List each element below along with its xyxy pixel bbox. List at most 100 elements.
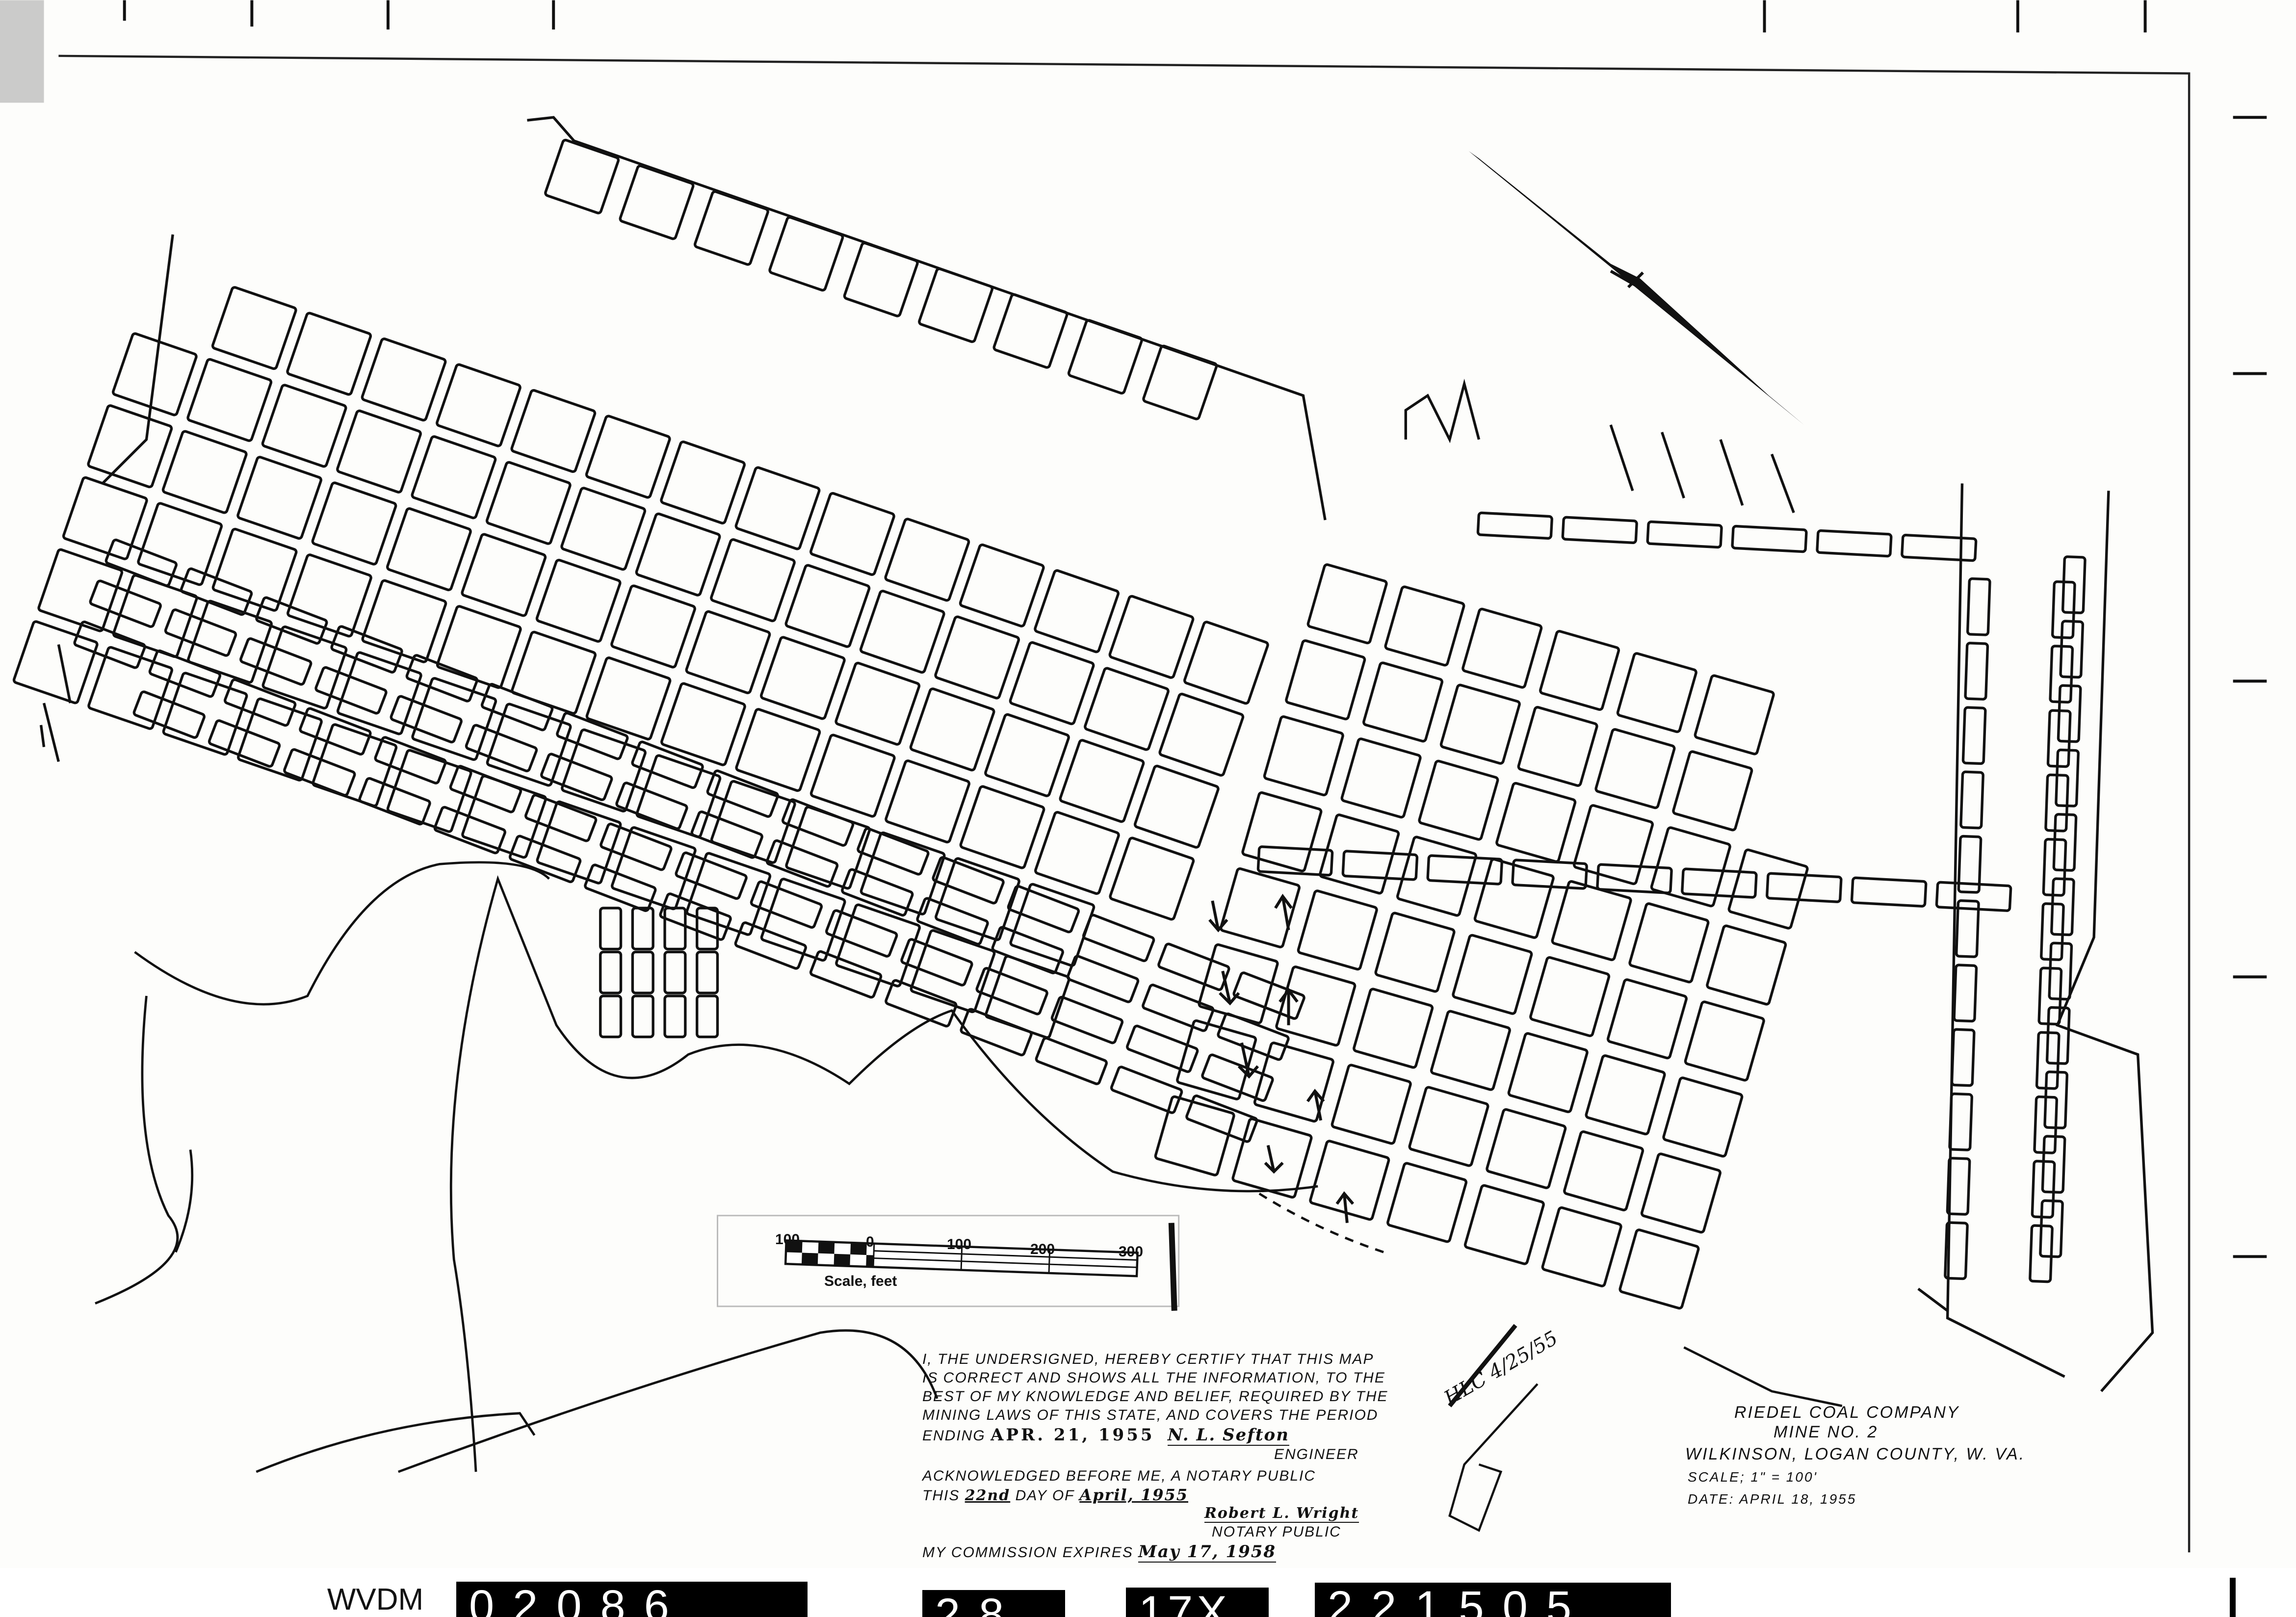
commission-label: MY COMMISSION EXPIRES [922,1544,1133,1561]
mine-pillar [1662,1076,1744,1158]
mine-pillar [693,190,769,266]
mine-pillar [89,579,162,628]
mine-pillar [283,748,356,797]
mine-pillar [361,338,447,422]
mine-pillar [916,897,989,946]
day-of-label: DAY OF [1015,1487,1074,1504]
film-code: 221505 [1315,1583,1671,1617]
scale-tick-label: 300 [1119,1244,1144,1260]
month-value: April, 1955 [1079,1486,1189,1504]
mine-pillar [37,548,124,632]
mine-pillar [1476,511,1553,540]
mine-pillar [1495,782,1577,863]
mine-pillar [1253,1042,1334,1123]
mine-pillar [461,533,547,617]
mine-pillar [449,765,522,813]
scale-tick-label: 100 [775,1231,800,1248]
mine-pillar [1541,1206,1622,1288]
mine-pillar [2057,684,2082,743]
mine-pillar [984,713,1070,797]
mine-pillar [2043,1070,2068,1129]
mine-pillar [361,579,447,663]
mine-pillar [2039,1199,2064,1258]
mine-pillar [314,666,388,715]
mine-pillar [540,753,613,801]
mine-pillar [1507,1032,1589,1113]
mine-pillar [690,810,763,859]
mine-pillar [975,967,1048,1016]
mine-pillar [1850,876,1928,908]
mine-pillar [635,512,721,597]
film-code: 02086 [456,1582,808,1617]
mine-pillar [1297,889,1378,971]
mine-pillar [2055,748,2080,808]
notary-signature: Robert L. Wright [1204,1505,1359,1523]
mine-pillar [675,851,748,900]
notary-label: NOTARY PUBLIC [1212,1524,1341,1540]
mine-pillar [148,649,222,698]
mine-pillar [211,527,298,612]
mine-pillar [619,164,695,240]
pillar-block [1256,845,2012,912]
company-name: RIEDEL COAL COMPANY [1734,1403,1960,1422]
mine-pillar [536,800,622,885]
mine-pillar [286,312,372,396]
mine-pillar [932,856,1005,905]
pillar-block [1944,577,2076,1283]
mine-pillar [12,620,99,704]
mine-pillar [436,363,522,447]
mine-pillar [1126,1024,1199,1073]
mine-pillar [508,835,582,884]
mine-pillar [87,646,173,730]
mine-pillar [510,389,597,473]
mine-pillar [660,682,746,766]
mine-pillar [1426,854,1503,886]
mine-pillar [1731,524,1808,553]
mine-pillar [1059,739,1145,823]
mine-pillar-layout [12,138,2087,1310]
mine-pillar [2059,620,2085,679]
mine-pillar [2041,1135,2066,1194]
mine-pillar [1340,737,1422,819]
mine-pillar [841,868,914,917]
mine-pillar [809,950,883,999]
scale-tick-label: 100 [947,1236,972,1252]
mine-pillar [1154,1095,1235,1176]
mine-pillar [1957,835,1983,894]
mine-pillar [909,687,995,772]
mine-pillar [1672,750,1753,832]
mine-pillar [835,903,921,988]
mine-pillar [132,690,206,739]
mine-pillar [1901,534,1978,562]
mine-pillar [1461,607,1543,689]
mine-pillar [1256,845,1334,877]
mine-name: MINE NO. 2 [1774,1423,1879,1441]
scale-tick-label: 0 [866,1234,874,1250]
mine-pillar [959,543,1045,627]
scale-bar-graphic [717,1215,1180,1311]
mine-pillar [1231,1118,1313,1199]
mine-pillar [1727,848,1809,930]
mine-pillar [1950,1028,1976,1087]
mine-pillar [685,610,771,694]
mine-pillar [857,827,930,876]
mine-pillar [663,907,687,951]
mine-pillar [809,733,896,818]
mine-pillar [111,332,198,417]
mine-pillar [1198,943,1279,1024]
mine-pillar [1050,995,1124,1044]
mine-pillar [600,822,673,871]
mine-pillar [1009,641,1095,726]
mine-pillar [860,831,946,915]
mine-pillar [631,907,654,951]
pillar-block [544,138,1218,420]
cert-line: IS CORRECT AND SHOWS ALL THE INFORMATION… [922,1370,1385,1386]
mine-pillar [1158,693,1245,777]
mine-pillar [237,697,323,782]
mine-pillar [1133,764,1220,849]
mine-pillar [1955,899,1980,958]
mine-pillar [1953,964,1978,1023]
mine-pillar [631,950,654,994]
mine-pillar [180,567,253,616]
mine-pillar [885,759,970,844]
